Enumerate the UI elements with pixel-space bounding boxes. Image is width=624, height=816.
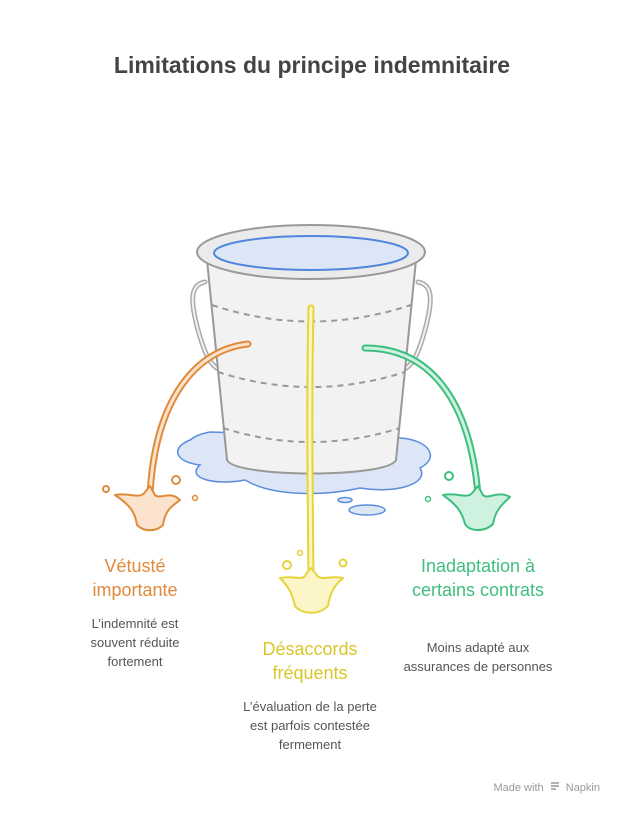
bucket-icon	[190, 224, 433, 475]
diagram-title: Limitations du principe indemnitaire	[113, 52, 511, 78]
made-with-label: Made with	[493, 782, 544, 794]
item-description-desaccords: L’évaluation de la perte est parfois con…	[243, 699, 377, 752]
item-description-inadaptation: Moins adapté aux assurances de personnes	[403, 640, 553, 674]
item-description-vetuste: L’indemnité est souvent réduite fortemen…	[90, 616, 180, 669]
item-heading-inadaptation: Inadaptation à certains contrats	[411, 556, 545, 600]
splash-icon	[279, 304, 348, 614]
splash-icon	[102, 340, 252, 532]
napkin-brand: Napkin	[565, 782, 600, 794]
item-heading-desaccords: Désaccords fréquents	[262, 639, 358, 683]
made-with-napkin-footer[interactable]: Made with Napkin	[493, 781, 600, 794]
item-heading-vetuste: Vétusté importante	[92, 556, 178, 600]
napkin-logo-icon	[550, 781, 560, 794]
splash-icon	[361, 344, 511, 531]
